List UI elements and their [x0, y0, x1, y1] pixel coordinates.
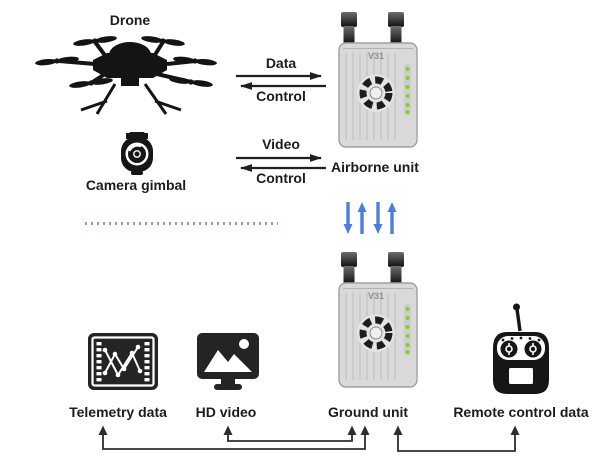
drone-label: Drone: [109, 12, 151, 28]
hd-video-label: HD video: [195, 404, 257, 420]
led-indicators: [405, 307, 410, 354]
ground-unit-device: V31: [338, 252, 418, 388]
telemetry-data-icon: [88, 333, 158, 390]
drone-icon: [35, 36, 217, 115]
data-link-label: Data: [265, 55, 297, 71]
led-indicators: [405, 67, 410, 114]
telemetry-data-label: Telemetry data: [69, 404, 167, 420]
video-control-arrows: [236, 154, 326, 172]
control-link-label-2: Control: [256, 170, 306, 186]
bottom-connectors: [98, 425, 520, 452]
device-model-text: V31: [368, 291, 384, 301]
hd-video-icon: [197, 333, 259, 390]
ground-unit-label: Ground unit: [327, 404, 409, 420]
camera-gimbal-label: Camera gimbal: [85, 177, 187, 193]
airborne-ground-link-arrows: [343, 202, 397, 234]
airborne-unit-device: V31: [338, 12, 418, 148]
control-link-label-1: Control: [256, 88, 306, 104]
remote-control-data-label: Remote control data: [453, 404, 589, 420]
device-model-text: V31: [368, 51, 384, 61]
airborne-unit-label: Airborne unit: [331, 159, 419, 175]
video-link-label: Video: [262, 136, 300, 152]
remote-control-icon: [493, 303, 549, 394]
separator-dotted-line: [85, 222, 278, 225]
camera-gimbal-icon: [121, 132, 153, 175]
data-control-arrows: [236, 72, 326, 90]
